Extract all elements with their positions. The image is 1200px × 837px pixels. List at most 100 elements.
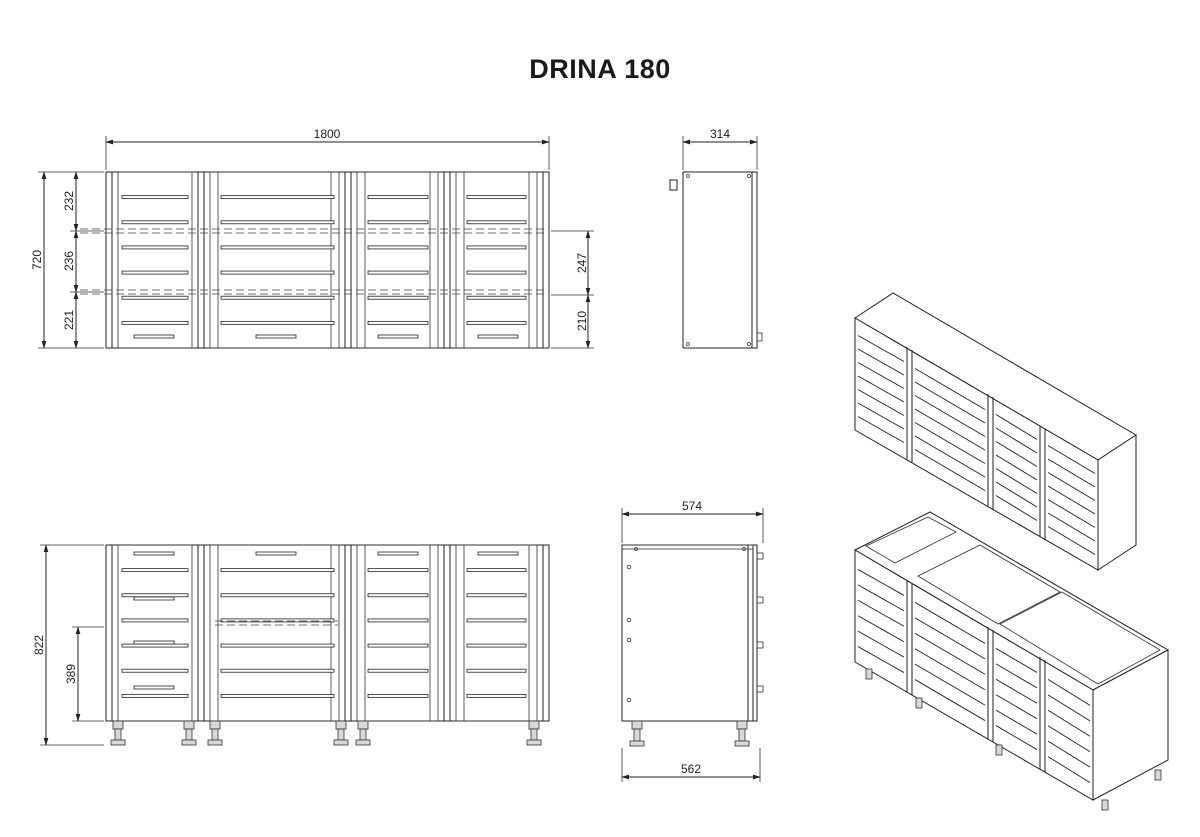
foot [183,720,195,730]
lower-cabinet-side-view [621,508,764,782]
isometric-view [853,292,1170,811]
slat [914,449,986,491]
slat [466,195,527,200]
slat [220,618,335,623]
dim-upper-seg-bot: 221 [62,310,76,330]
slat [857,375,905,403]
slat [121,643,189,648]
dim-upper-seg-top: 232 [62,191,76,211]
slat [1047,679,1091,706]
slat [220,270,335,275]
slat [995,709,1038,735]
upper-cabinet-side-view [669,136,763,349]
slat [466,270,527,275]
slat [121,245,189,250]
slat [995,427,1038,454]
slat [121,568,189,573]
slat [466,320,527,325]
dim-lower-depth-top: 574 [682,499,702,513]
slat [220,668,335,673]
slat [995,481,1038,508]
slat [995,678,1038,704]
slat [121,295,189,300]
slat [121,195,189,200]
drawing-title: DRINA 180 [529,54,671,84]
slat [121,220,189,225]
slat [857,348,905,376]
slat [121,593,189,598]
slat [995,663,1038,689]
slat [914,632,986,675]
slat [367,320,429,325]
foot [335,720,347,730]
slat [1047,458,1096,488]
slat [914,435,986,478]
slat [914,617,986,660]
foot [526,739,542,746]
slat [857,416,905,443]
slat [995,441,1038,467]
slat [914,408,986,451]
slat [914,395,986,437]
slat [857,630,905,658]
dim-lower-depth-bottom: 562 [681,762,701,776]
foot [333,739,349,746]
slat [1047,472,1096,501]
slat [220,320,335,325]
slat [220,593,335,598]
slat [220,195,335,200]
foot [207,739,223,746]
foot [181,739,197,746]
slat [1047,526,1096,555]
dim-upper-depth: 314 [710,127,730,141]
slat [857,335,905,362]
slat [367,618,429,623]
slat [367,693,429,698]
upper-dimension-lines [38,136,594,349]
slat [995,414,1038,440]
slat [367,195,429,200]
foot [528,720,540,730]
slat [914,602,986,644]
slat [121,668,189,673]
slat [857,389,905,416]
slat [1047,512,1096,542]
slat [995,495,1038,521]
slat [220,568,335,573]
slat [466,618,527,623]
slat [857,569,905,596]
slat [466,568,527,573]
slat [1047,709,1091,737]
slat [857,402,905,430]
slat [1047,756,1091,783]
slat [466,643,527,648]
slat [1047,694,1091,722]
foot [355,739,371,746]
slat [367,245,429,250]
slat [914,381,986,424]
lower-cabinets-front-view [105,544,550,746]
slat [995,454,1038,481]
slat [466,245,527,250]
slat [1047,725,1091,753]
slat [1047,485,1096,515]
slat [466,668,527,673]
slat [367,220,429,225]
slat [857,646,905,673]
slat [121,618,189,623]
upper-cabinets-front-view [80,171,550,349]
slat [367,593,429,598]
slat [857,584,905,612]
slat [914,422,986,464]
foot [209,720,221,730]
slat [367,643,429,648]
slat [466,693,527,698]
foot [337,728,345,741]
slat [995,648,1038,673]
foot [112,720,124,730]
dim-upper-right-bot: 210 [575,311,589,331]
foot [185,728,193,741]
dim-lower-height: 822 [32,635,46,655]
slat [367,568,429,573]
